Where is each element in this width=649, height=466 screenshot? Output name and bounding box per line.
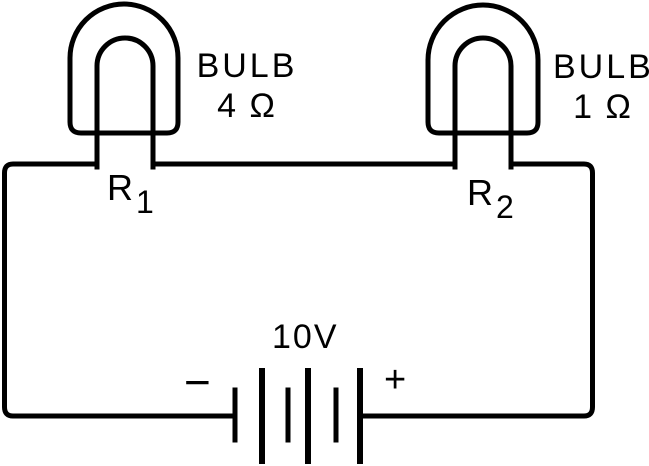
- battery-voltage-label: 10V: [272, 318, 339, 356]
- bulb1-resistance: 4 Ω: [217, 87, 277, 125]
- bulb2-name: BULB: [553, 48, 649, 86]
- resistor1-ref: R1: [107, 167, 154, 221]
- bulb1-label: BULB 4 Ω: [191, 46, 303, 126]
- wire-right-section: [357, 161, 595, 419]
- bulb2-envelope: [425, 2, 541, 136]
- circuit-ink-group: [2, 1, 595, 464]
- bulb1-filament: [94, 35, 156, 170]
- resistor1-ref-letter: R: [107, 167, 133, 208]
- wire-left-section: [2, 161, 238, 419]
- battery-negative-sign: −: [184, 356, 211, 408]
- bulb2-resistance: 1 Ω: [573, 88, 633, 126]
- resistor2-ref-subscript: 2: [496, 189, 514, 225]
- resistor2-ref-letter: R: [467, 172, 493, 213]
- bulb1-envelope: [67, 1, 181, 136]
- resistor2-ref: R2: [467, 172, 514, 226]
- resistor1-ref-subscript: 1: [136, 184, 154, 220]
- battery-positive-sign: +: [384, 359, 407, 401]
- bulb2-filament: [452, 35, 514, 170]
- bulb2-label: BULB 1 Ω: [553, 47, 649, 127]
- bulb1-name: BULB: [196, 47, 298, 85]
